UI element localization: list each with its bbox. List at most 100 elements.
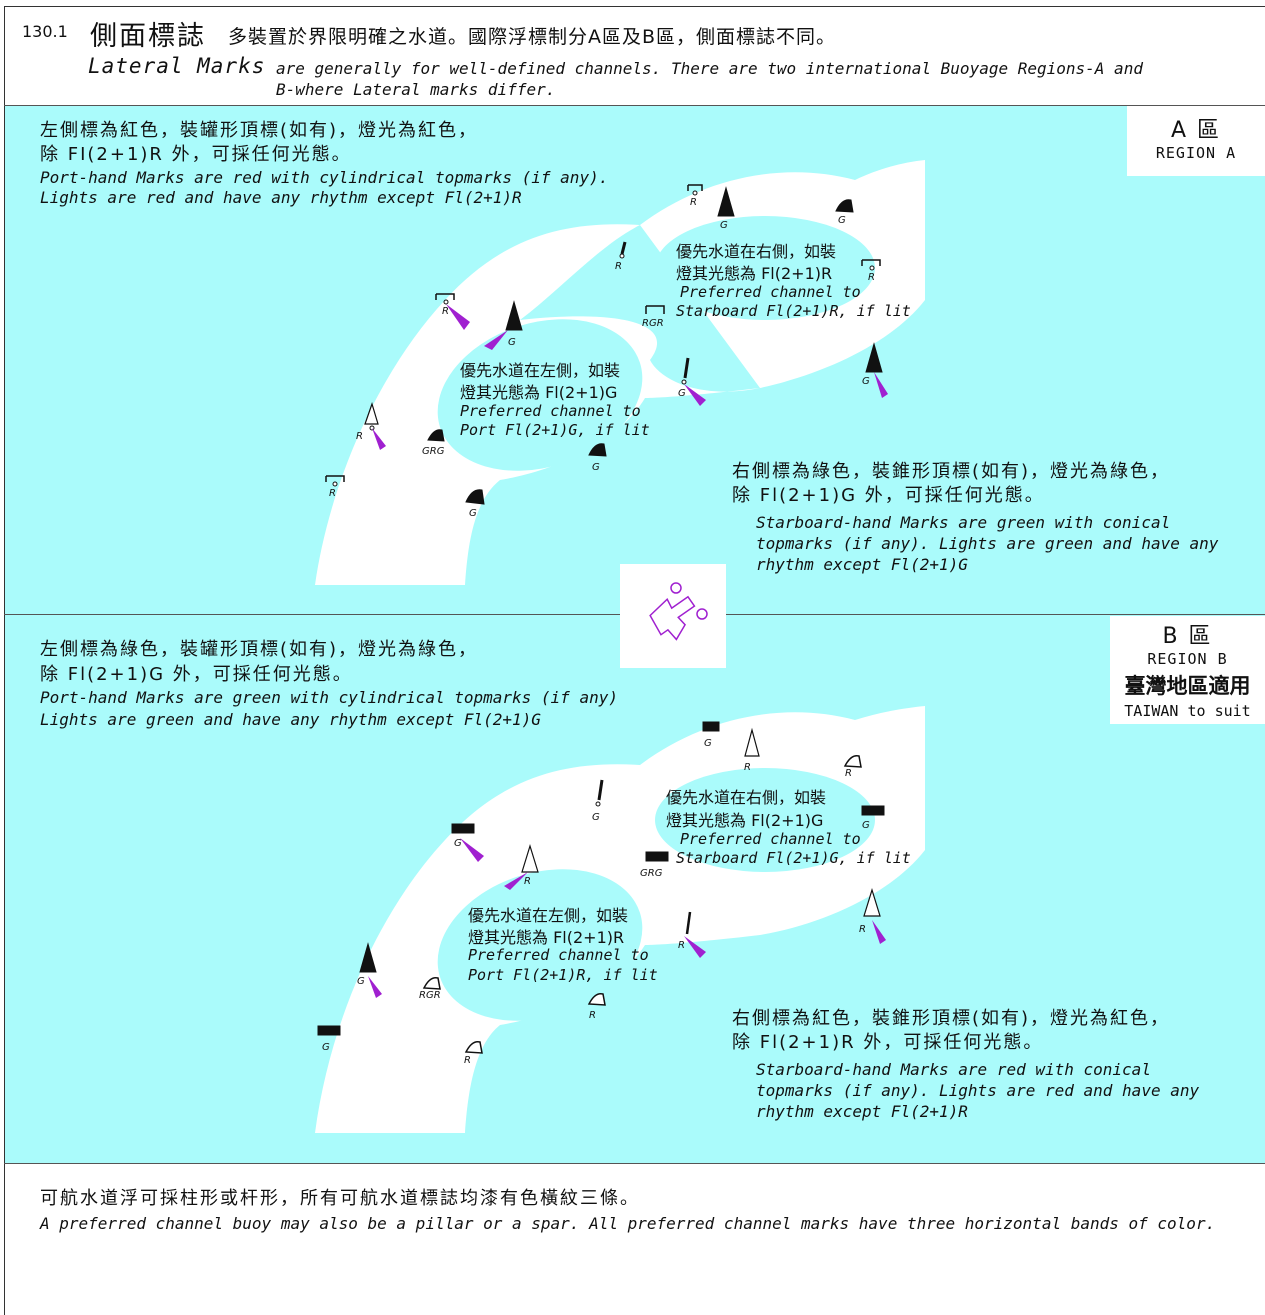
mark-label-g: G <box>838 215 846 226</box>
region-a-pref-right-en-2: Starboard Fl(2+1)R, if lit <box>676 302 911 320</box>
region-a-label-zh: A 區 <box>1170 118 1222 143</box>
mark-label-g: G <box>592 812 600 823</box>
can-buoy-grg <box>645 851 669 862</box>
mark-label-r: R <box>442 306 449 317</box>
can-buoy-g-3 <box>702 721 720 732</box>
region-b-stbd-en-1: Starboard-hand Marks are red with conica… <box>756 1060 1151 1079</box>
pillar-buoy-g-1 <box>717 186 735 217</box>
region-a-label-en: REGION A <box>1155 144 1237 162</box>
mark-label-r: R <box>524 876 531 887</box>
can-buoy-r-1 <box>325 475 345 487</box>
region-a-stbd-zh-2: 除 Fl(2+1)G 外，可採任何光態。 <box>732 485 1045 506</box>
region-b-light-flares <box>368 838 886 998</box>
mark-label-g: G <box>720 220 728 231</box>
mark-label-g: G <box>678 388 686 399</box>
mark-label-r: R <box>464 1055 471 1066</box>
footer-note-zh: 可航水道浮可採柱形或杆形，所有可航水道標誌均漆有色橫紋三條。 <box>40 1188 640 1209</box>
mark-label-r: R <box>845 768 852 779</box>
divider <box>4 1163 1265 1164</box>
region-b-pref-left-en-1: Preferred channel to <box>468 946 649 964</box>
region-a-pref-right-en-1: Preferred channel to <box>680 283 861 301</box>
region-b-taiwan-en: TAIWAN to suit <box>1124 702 1251 720</box>
region-b-label-en: REGION B <box>1147 650 1228 668</box>
spar-buoy-r-1 <box>619 241 627 259</box>
mark-label-r: R <box>356 431 363 442</box>
region-a-port-zh-1: 左側標為紅色，裝罐形頂標(如有)，燈光為紅色， <box>40 120 479 141</box>
mark-label-r: R <box>859 924 866 935</box>
buoyage-direction-icon <box>649 582 708 641</box>
region-b-port-zh-2: 除 Fl(2+1)G 外，可採任何光態。 <box>40 664 353 685</box>
mark-label-g: G <box>862 376 870 387</box>
region-b-stbd-en-2: topmarks (if any). Lights are red and ha… <box>756 1081 1200 1100</box>
region-b-port-en-1: Port-hand Marks are green with cylindric… <box>40 688 618 707</box>
can-buoy-g-2 <box>451 823 475 834</box>
mark-label-r: R <box>744 762 751 773</box>
region-b-pref-right-en-1: Preferred channel to <box>680 830 861 848</box>
mark-label-r: R <box>678 940 685 951</box>
cone-buoy-g-3 <box>835 199 854 213</box>
region-a-stbd-zh-1: 右側標為綠色，裝錐形頂標(如有)，燈光為綠色， <box>732 461 1171 482</box>
region-a-pref-left-zh-2: 燈其光態為 Fl(2+1)G <box>460 383 618 402</box>
region-b-island-lower <box>437 869 643 1021</box>
mark-label-grg: GRG <box>422 446 445 457</box>
region-b-pref-right-zh-2: 燈其光態為 Fl(2+1)G <box>666 811 824 830</box>
can-buoy-rgr <box>645 305 665 314</box>
can-buoy-r-4 <box>861 259 881 271</box>
mark-label-rgr: RGR <box>642 318 664 329</box>
spar-buoy-g-1 <box>595 779 604 807</box>
region-a-pref-left-en-1: Preferred channel to <box>460 402 641 420</box>
section-description-zh: 多裝置於界限明確之水道。國際浮標制分A區及B區，側面標誌不同。 <box>228 26 837 48</box>
can-buoy-g-4 <box>861 805 885 816</box>
footer-note-en: A preferred channel buoy may also be a p… <box>40 1214 1216 1233</box>
pillar-buoy-r-3 <box>863 887 881 917</box>
region-b-port-zh-1: 左側標為綠色，裝罐形頂標(如有)，燈光為綠色， <box>40 639 479 660</box>
region-b-stbd-zh-1: 右側標為紅色，裝錐形頂標(如有)，燈光為紅色， <box>732 1008 1171 1029</box>
region-b-pref-left-en-2: Port Fl(2+1)R, if lit <box>468 966 658 984</box>
cone-buoy-rgr <box>422 976 441 990</box>
region-b-stbd-en-3: rhythm except Fl(2+1)R <box>756 1102 968 1121</box>
can-buoy-r-3 <box>687 184 703 196</box>
region-b-pref-left-zh-2: 燈其光態為 Fl(2+1)R <box>468 928 625 947</box>
region-a-label-box: A 區 REGION A <box>1127 106 1265 176</box>
region-b-buoys <box>317 721 885 1054</box>
mark-label-g: G <box>322 1042 330 1053</box>
region-a-pref-left-en-2: Port Fl(2+1)G, if lit <box>460 421 650 439</box>
cone-buoy-grg <box>427 429 445 442</box>
region-b-pref-right-en-2: Starboard Fl(2+1)G, if lit <box>676 849 911 867</box>
can-buoy-g-1 <box>317 1025 341 1036</box>
divider <box>4 105 1265 106</box>
region-b-pref-left-zh-1: 優先水道在左側，如裝 <box>468 906 629 925</box>
pillar-buoy-g-2 <box>505 300 523 331</box>
cone-buoy-r-2 <box>587 992 606 1006</box>
pillar-buoy-r-1 <box>744 727 760 757</box>
region-a-light-flares <box>372 304 888 450</box>
mark-label-r: R <box>868 272 875 283</box>
region-a-island-lower <box>437 319 643 471</box>
mark-label-r: R <box>589 1010 596 1021</box>
region-a-stbd-en-2: topmarks (if any). Lights are green and … <box>756 534 1219 553</box>
mark-label-r: R <box>690 197 697 208</box>
mark-label-grg: GRG <box>640 868 663 879</box>
region-a-pref-left-zh-1: 優先水道在左側，如裝 <box>460 361 621 380</box>
mark-label-r: R <box>615 261 622 272</box>
cone-buoy-r-3 <box>843 754 862 768</box>
region-a-stbd-en-3: rhythm except Fl(2+1)G <box>756 555 968 574</box>
pillar-buoy-r-1 <box>364 402 379 431</box>
pillar-buoy-g-1 <box>359 942 377 973</box>
page-frame <box>4 6 1265 1315</box>
mark-label-g: G <box>454 838 462 849</box>
spar-buoy-g-1 <box>681 357 690 385</box>
region-a-port-en-2: Lights are red and have any rhythm excep… <box>40 188 522 207</box>
mark-label-g: G <box>357 976 365 987</box>
region-b-label-box: B 區 REGION B 臺灣地區適用 TAIWAN to suit <box>1110 616 1265 724</box>
region-a-port-en-1: Port-hand Marks are red with cylindrical… <box>40 168 609 187</box>
region-b-label-zh: B 區 <box>1162 624 1213 649</box>
cone-buoy-r-1 <box>464 1040 483 1054</box>
region-a-port-zh-2: 除 FI(2+1)R 外，可採任何光態。 <box>40 144 352 165</box>
region-b-island-upper <box>655 768 875 872</box>
section-title: 側面標誌 <box>90 21 206 52</box>
section-description-en-1: are generally for well-defined channels.… <box>276 59 1143 78</box>
pillar-buoy-r-2 <box>521 843 539 873</box>
region-a-stbd-en-1: Starboard-hand Marks are green with coni… <box>756 513 1171 532</box>
mark-label-rgr: RGR <box>419 990 441 1001</box>
